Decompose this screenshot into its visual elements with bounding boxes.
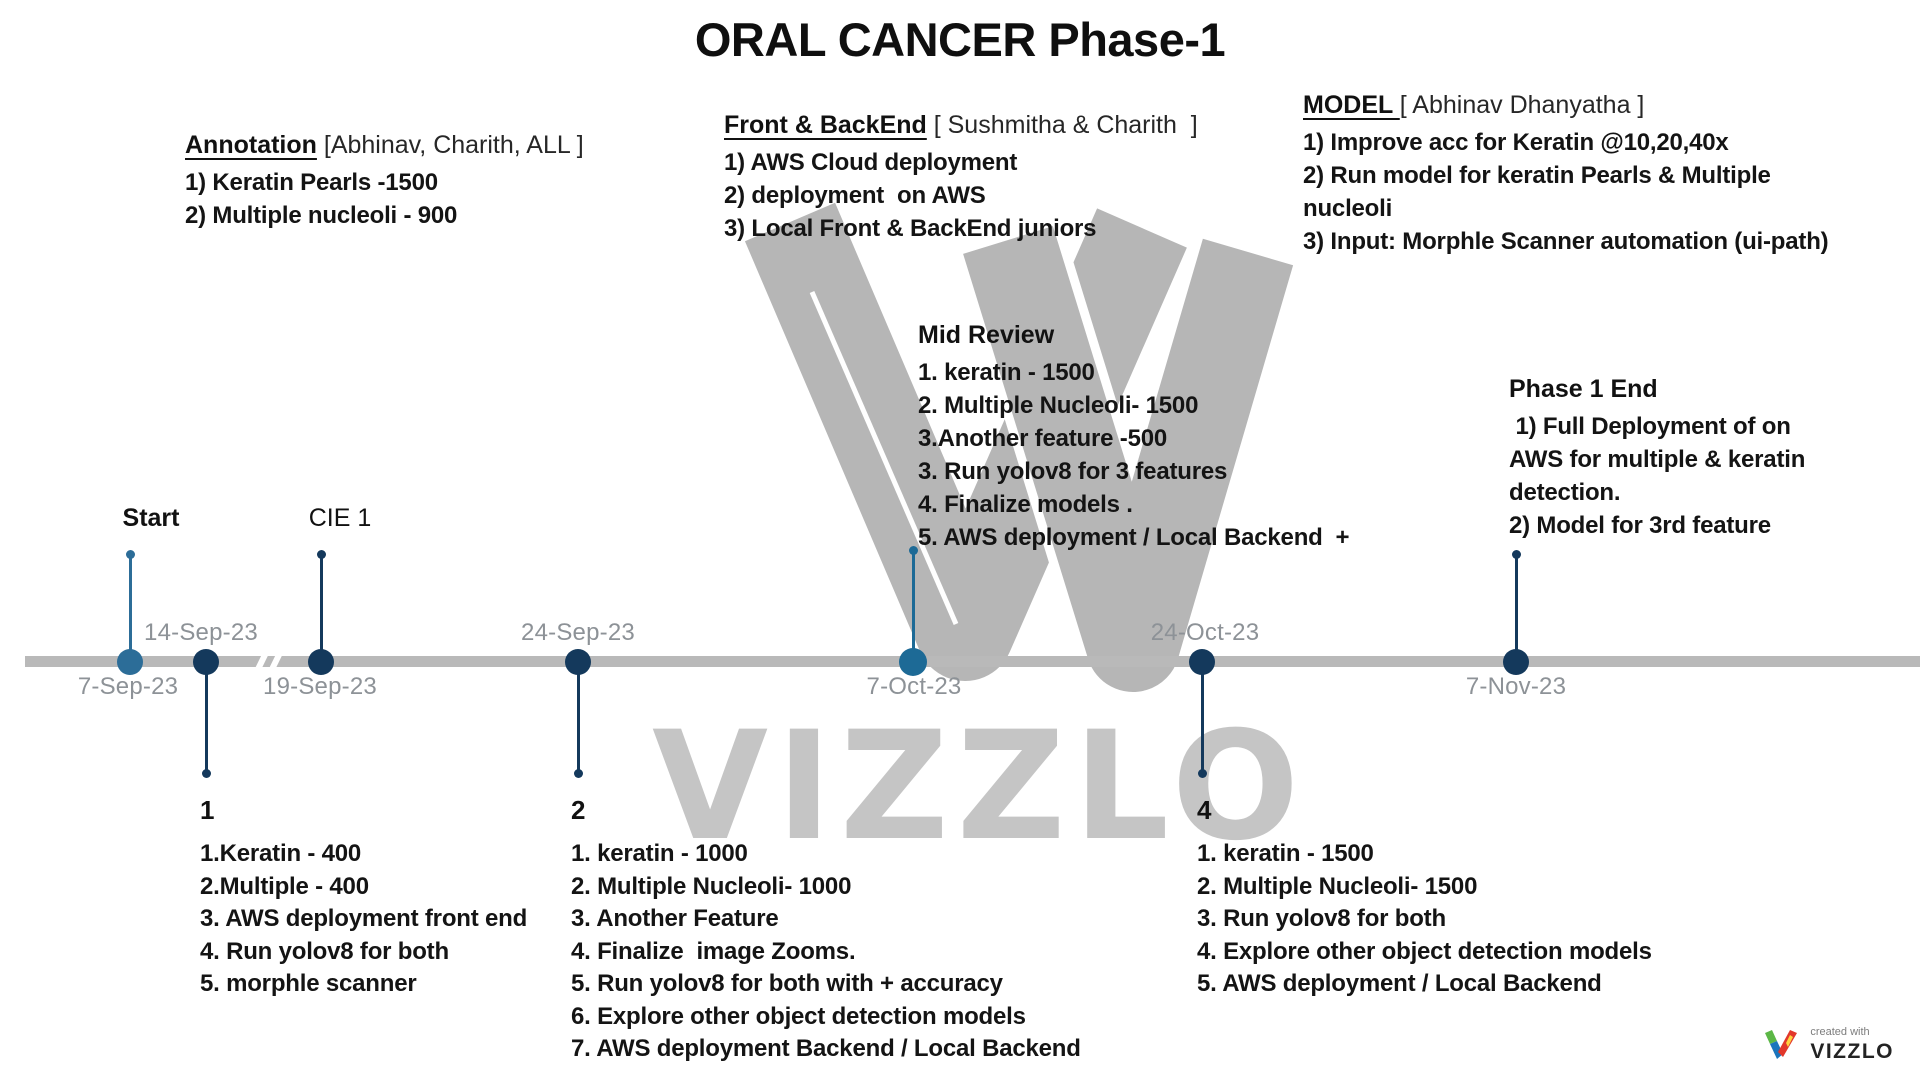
bottom-block-4-item: 4. Explore other object detection models [1197, 937, 1652, 965]
milestone-24-sep-stem [576, 663, 580, 773]
bottom-block-4-item: 2. Multiple Nucleoli- 1500 [1197, 872, 1478, 900]
front-backend-heading: Front & BackEnd [ Sushmitha & Charith ] [724, 108, 1198, 142]
model-block: MODEL [ Abhinav Dhanyatha ] 1) Improve a… [1303, 88, 1829, 258]
mid-review-item: 3. Run yolov8 for 3 features [918, 458, 1228, 485]
bottom-block-1-item: 5. morphle scanner [200, 970, 417, 997]
bottom-block-2-item: 6. Explore other object detection models [571, 1002, 1026, 1030]
bottom-block-1-item: 4. Run yolov8 for both [200, 937, 449, 965]
front-backend-item: 1) AWS Cloud deployment [724, 149, 1018, 176]
bottom-block-2-item: 2. Multiple Nucleoli- 1000 [571, 872, 852, 900]
bottom-block-2-item: 4. Finalize image Zooms. [571, 937, 856, 965]
bottom-block-4-item: 5. AWS deployment / Local Backend [1197, 970, 1602, 997]
model-item: 2) Run model for keratin Pearls & Multip… [1303, 162, 1771, 189]
vizzlo-logo-icon [1765, 1030, 1798, 1059]
page-title: ORAL CANCER Phase-1 [694, 13, 1226, 66]
model-item: 1) Improve acc for Keratin @10,20,40x [1303, 129, 1729, 156]
milestone-7-oct-stem-dot [908, 546, 918, 555]
milestone-7-nov-stem [1514, 558, 1518, 662]
front-backend-item: 2) deployment on AWS [724, 182, 986, 209]
phase-1-end-block: Phase 1 End 1) Full Deployment of on AWS… [1509, 372, 1805, 542]
mid-review-item: 5. AWS deployment / Local Backend + [918, 524, 1350, 551]
milestone-24-sep-date: 24-Sep-23 [521, 619, 635, 646]
milestone-cie-1-node [308, 649, 334, 675]
phase-1-end-item: detection. [1509, 479, 1621, 506]
milestone-14-sep-date: 14-Sep-23 [144, 619, 258, 646]
front-backend-block: Front & BackEnd [ Sushmitha & Charith ] … [724, 108, 1198, 245]
milestone-7-nov-node [1503, 649, 1529, 675]
bottom-block-1-item: 2.Multiple - 400 [200, 872, 369, 900]
annotation-heading-text: Annotation [185, 131, 317, 159]
bottom-block-2-item: 1. keratin - 1000 [571, 840, 748, 867]
milestone-start-label: Start [122, 504, 180, 532]
model-item: nucleoli [1303, 195, 1393, 222]
milestone-7-oct-node [899, 648, 927, 676]
bottom-block-4-number: 4 [1197, 795, 1212, 825]
phase-1-end-item: 2) Model for 3rd feature [1509, 512, 1771, 539]
mid-review-item: 2. Multiple Nucleoli- 1500 [918, 392, 1199, 419]
bottom-block-2-item: 3. Another Feature [571, 905, 779, 932]
bottom-block-1-number: 1 [200, 795, 215, 825]
annotation-item: 2) Multiple nucleoli - 900 [185, 202, 458, 229]
bottom-block-1-item: 1.Keratin - 400 [200, 840, 362, 867]
model-heading-text: MODEL [1303, 91, 1400, 119]
milestone-cie-1-stem-dot [316, 550, 326, 559]
milestone-cie-1-stem [319, 558, 323, 662]
bottom-block-2-item: 7. AWS deployment Backend / Local Backen… [571, 1035, 1081, 1062]
bottom-block-4-item: 3. Run yolov8 for both [1197, 905, 1446, 932]
milestone-14-sep-stem-dot [201, 769, 211, 778]
milestone-24-oct-stem-dot [1197, 769, 1207, 778]
annotation-item: 1) Keratin Pearls -1500 [185, 169, 438, 196]
front-backend-heading-text: Front & BackEnd [724, 111, 927, 139]
milestone-cie-1-date: 19-Sep-23 [263, 673, 377, 700]
phase-1-end-item: 1) Full Deployment of on [1509, 413, 1791, 440]
annotation-owners: [Abhinav, Charith, ALL ] [316, 131, 584, 159]
milestone-14-sep-stem [204, 663, 208, 773]
annotation-block: Annotation [Abhinav, Charith, ALL ] 1) K… [185, 128, 584, 232]
mid-review-item: 1. keratin - 1500 [918, 359, 1095, 386]
milestone-start-date: 7-Sep-23 [77, 673, 179, 700]
model-item: 3) Input: Morphle Scanner automation (ui… [1303, 228, 1829, 255]
mid-review-heading: Mid Review [918, 321, 1055, 349]
mid-review-block: Mid Review 1. keratin - 1500 2. Multiple… [918, 318, 1350, 554]
milestone-start-node [117, 649, 143, 675]
milestone-7-oct-date: 7-Oct-23 [866, 673, 962, 700]
model-owners: [ Abhinav Dhanyatha ] [1399, 91, 1645, 119]
model-heading: MODEL [ Abhinav Dhanyatha ] [1303, 88, 1828, 122]
mid-review-item: 4. Finalize models . [918, 491, 1133, 518]
milestone-24-sep-stem-dot [573, 769, 583, 778]
milestone-7-nov-stem-dot [1511, 550, 1521, 559]
vizzlo-credit-link[interactable]: created with VIZZLO [1761, 1024, 1894, 1064]
front-backend-owners: [ Sushmitha & Charith ] [926, 111, 1198, 139]
milestone-start-stem [128, 558, 132, 662]
bottom-block-2-item: 5. Run yolov8 for both with + accuracy [571, 970, 1003, 997]
bottom-block-2: 2 1. keratin - 1000 2. Multiple Nucleoli… [571, 796, 1081, 1066]
bottom-block-4-item: 1. keratin - 1500 [1197, 840, 1374, 867]
front-backend-item: 3) Local Front & BackEnd juniors [724, 215, 1097, 242]
bottom-block-2-number: 2 [571, 795, 586, 825]
milestone-24-oct-stem [1200, 663, 1204, 773]
bottom-block-1-item: 3. AWS deployment front end [200, 905, 528, 932]
annotation-heading: Annotation [Abhinav, Charith, ALL ] [185, 128, 584, 162]
milestone-7-oct-stem [911, 554, 915, 662]
milestone-24-oct-date: 24-Oct-23 [1150, 619, 1260, 646]
mid-review-item: 3.Another feature -500 [918, 425, 1168, 452]
vizzlo-credit-text: created with VIZZLO [1810, 1025, 1894, 1063]
phase-1-end-heading: Phase 1 End [1509, 375, 1658, 403]
vizzlo-brand-label: VIZZLO [1810, 1039, 1894, 1063]
milestone-start-stem-dot [125, 550, 135, 559]
bottom-block-4: 4 1. keratin - 1500 2. Multiple Nucleoli… [1197, 796, 1652, 1001]
phase-1-end-item: AWS for multiple & keratin [1509, 446, 1806, 473]
created-with-label: created with [1810, 1025, 1870, 1038]
milestone-7-nov-date: 7-Nov-23 [1465, 673, 1567, 700]
vizzlo-watermark-text: VIZZLO [652, 700, 1308, 874]
timeline-bar [25, 656, 1920, 667]
milestone-cie-1-label: CIE 1 [308, 504, 372, 532]
bottom-block-1: 1 1.Keratin - 400 2.Multiple - 400 3. AW… [200, 796, 527, 1001]
